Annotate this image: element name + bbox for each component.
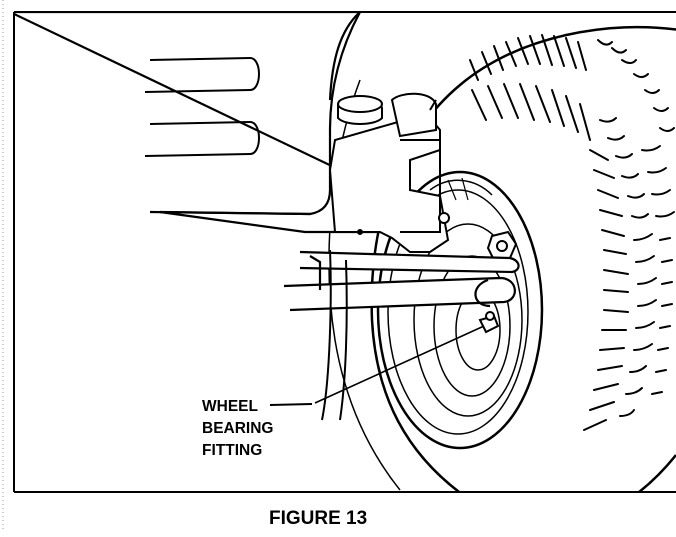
grease-fitting xyxy=(478,311,500,334)
callout-line-3: FITTING xyxy=(202,442,262,459)
figure-frame xyxy=(13,11,676,493)
hood-vents xyxy=(144,56,260,157)
spindle-nut xyxy=(486,230,518,262)
mower-body xyxy=(14,12,422,234)
axle xyxy=(283,250,520,312)
callout-line-2: BEARING xyxy=(202,420,273,437)
figure-caption: FIGURE 13 xyxy=(269,508,367,529)
tire-tread xyxy=(469,34,675,431)
callout-dash xyxy=(269,403,313,406)
callout-leader-line xyxy=(314,325,485,404)
callout-label: WHEEL BEARING FITTING xyxy=(202,398,313,459)
frame-member xyxy=(321,249,348,421)
callout-line-1: WHEEL xyxy=(202,398,258,415)
pivot-bracket xyxy=(328,92,450,253)
